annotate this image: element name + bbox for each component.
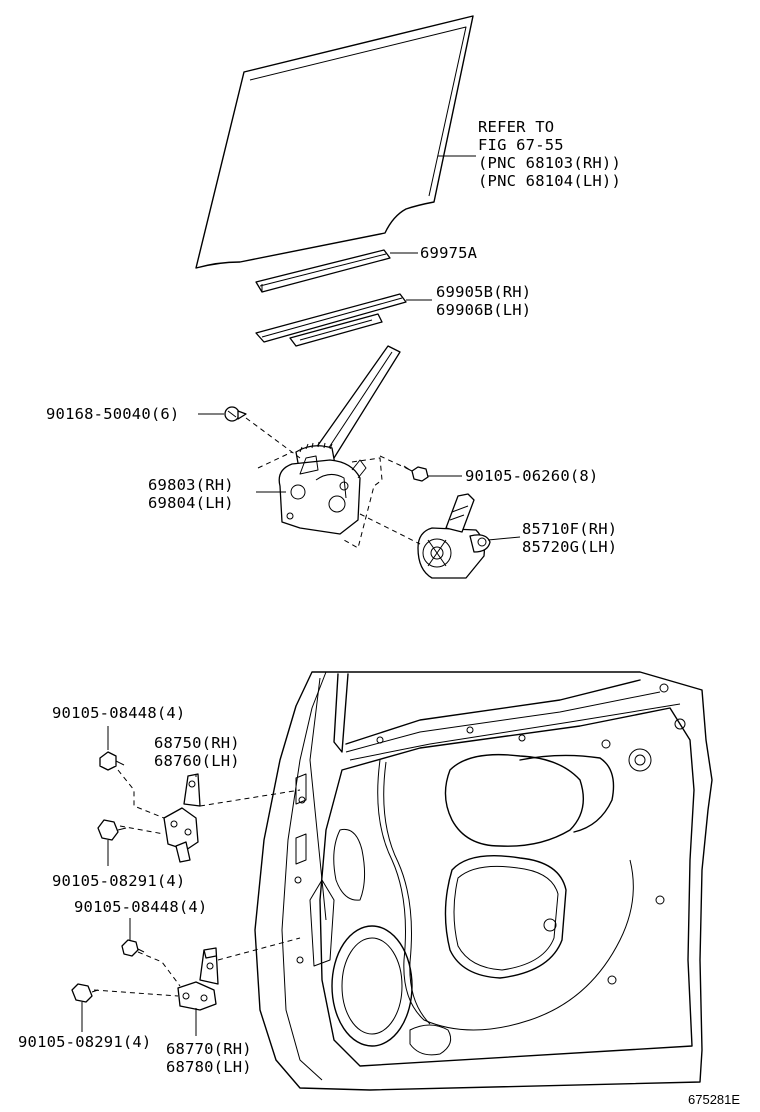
door-glass[interactable] — [195, 15, 474, 269]
part-number-lh: 68780(LH) — [166, 1058, 252, 1076]
part-number-rh: 68770(RH) — [166, 1040, 252, 1058]
part-number-rh: 85710F(RH) — [522, 520, 618, 538]
refer-line-2: FIG 67-55 — [478, 136, 564, 154]
bolt-dash-line — [245, 417, 301, 459]
part-number: 90168-50040(6) — [46, 405, 180, 423]
label-lower-hinge-bolt-side[interactable]: 90105-08291(4) — [18, 1033, 151, 1051]
part-number-lh: 68760(LH) — [154, 752, 240, 770]
part-number-rh: 69803(RH) — [148, 476, 234, 494]
lower-hinge-dash-door — [217, 937, 301, 961]
refer-line-3: (PNC 68103(RH)) — [478, 154, 621, 172]
upper-hinge-dash-top — [117, 769, 165, 819]
label-upper-hinge-bolt-top[interactable]: 90105-08448(4) — [52, 704, 185, 722]
label-upper-hinge-bolt-side[interactable]: 90105-08291(4) — [52, 872, 185, 890]
label-run-channel[interactable]: 69975A — [420, 244, 477, 262]
part-number-rh: 69905B(RH) — [436, 283, 532, 301]
motor-bolt-dash — [379, 455, 407, 469]
regulator-bolt[interactable] — [224, 406, 247, 422]
glass-channel-part[interactable] — [255, 293, 407, 347]
motor-bolt[interactable] — [403, 465, 429, 482]
lower-hinge-part[interactable] — [177, 947, 219, 1011]
figure-id: 675281E — [688, 1092, 741, 1107]
part-number: 90105-08291(4) — [52, 872, 186, 890]
lower-hinge-dash-side — [93, 989, 179, 997]
leader-85710f — [487, 536, 521, 541]
part-number-lh: 69804(LH) — [148, 494, 234, 512]
part-number: 69975A — [420, 244, 478, 262]
part-number: 90105-08448(4) — [52, 704, 186, 722]
refer-line-4: (PNC 68104(LH)) — [478, 172, 621, 190]
motor-dash-line — [359, 513, 421, 545]
lower-hinge-bolt-top[interactable] — [121, 939, 145, 957]
label-regulator[interactable]: 69803(RH) 69804(LH) — [148, 476, 234, 512]
upper-hinge-bolt-top[interactable] — [99, 751, 125, 771]
part-number: 90105-08448(4) — [74, 898, 208, 916]
label-glass-channel[interactable]: 69905B(RH) 69906B(LH) — [436, 283, 531, 319]
window-regulator-part[interactable] — [278, 345, 401, 535]
lower-hinge-bolt-side[interactable] — [71, 983, 99, 1003]
upper-hinge-dash-side — [119, 825, 165, 835]
run-channel-part[interactable] — [255, 249, 391, 293]
part-number: 90105-08291(4) — [18, 1033, 152, 1051]
part-number: 90105-06260(8) — [465, 467, 599, 485]
regulator-mount-lines — [257, 451, 383, 549]
label-motor[interactable]: 85710F(RH) 85720G(LH) — [522, 520, 617, 556]
upper-hinge-dash-door — [199, 789, 301, 807]
rear-door-panel[interactable] — [254, 671, 713, 1091]
part-number-rh: 68750(RH) — [154, 734, 240, 752]
label-lower-hinge-bolt-top[interactable]: 90105-08448(4) — [74, 898, 207, 916]
label-upper-hinge[interactable]: 68750(RH) 68760(LH) — [154, 734, 240, 770]
window-motor-part[interactable] — [417, 493, 491, 579]
refer-line-1: REFER TO — [478, 118, 555, 136]
refer-note: REFER TO FIG 67-55 (PNC 68103(RH)) (PNC … — [478, 118, 621, 190]
label-motor-bolt[interactable]: 90105-06260(8) — [465, 467, 598, 485]
upper-hinge-part[interactable] — [163, 773, 201, 863]
lower-hinge-dash-top — [137, 951, 181, 987]
upper-hinge-bolt-side[interactable] — [97, 819, 127, 841]
label-regulator-bolt[interactable]: 90168-50040(6) — [46, 405, 179, 423]
part-number-lh: 69906B(LH) — [436, 301, 532, 319]
part-number-lh: 85720G(LH) — [522, 538, 618, 556]
label-lower-hinge[interactable]: 68770(RH) 68780(LH) — [166, 1040, 252, 1076]
